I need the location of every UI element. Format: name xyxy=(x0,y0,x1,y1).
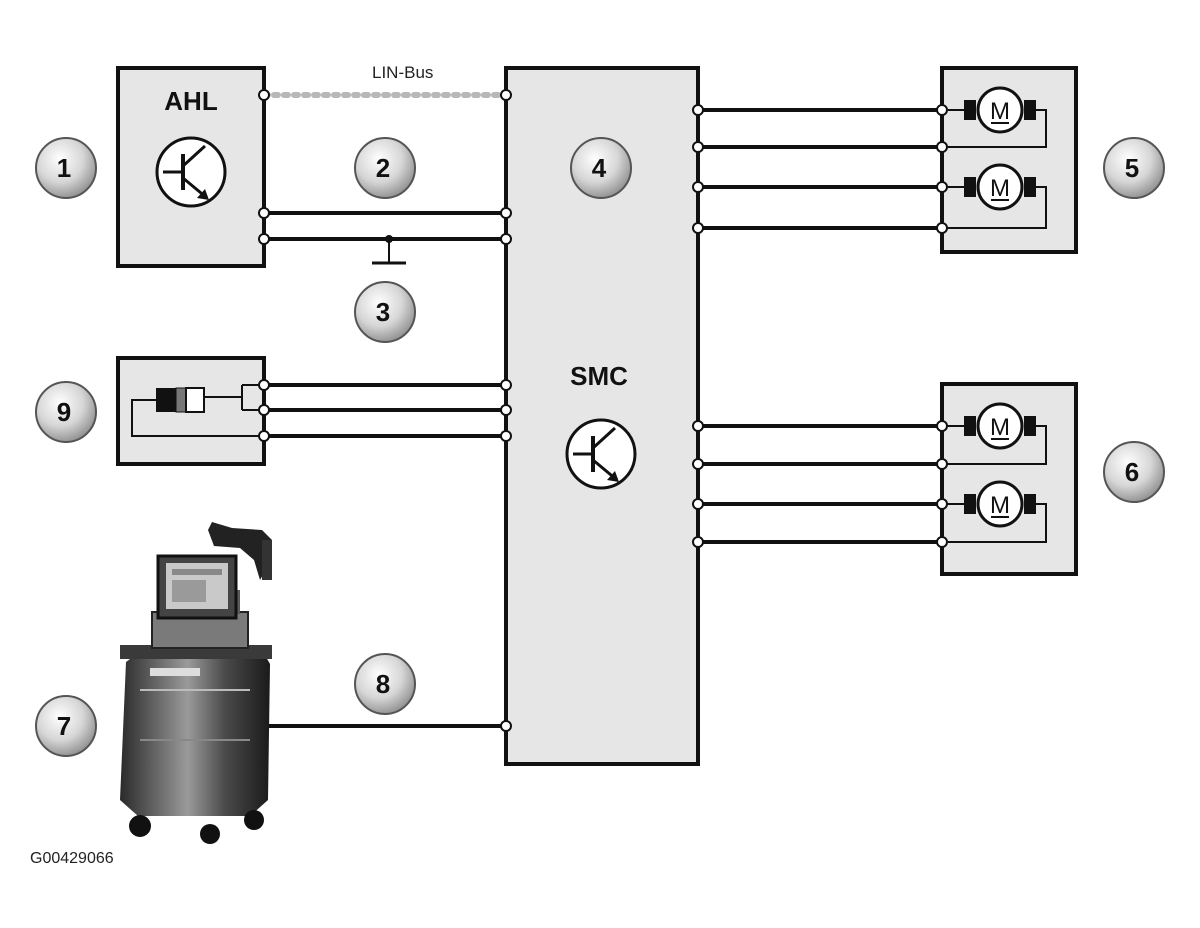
motor-symbol: M xyxy=(990,175,1010,202)
callout-4: 4 xyxy=(570,137,632,199)
connector-pins xyxy=(258,89,948,732)
callout-1: 1 xyxy=(35,137,97,199)
ahl-label: AHL xyxy=(164,86,218,116)
ground-icon xyxy=(372,235,406,265)
sensor-icon xyxy=(131,384,264,437)
motor-icon: M xyxy=(942,480,1047,543)
callout-2: 2 xyxy=(354,137,416,199)
svg-text:5: 5 xyxy=(1125,153,1139,183)
callout-3: 3 xyxy=(354,281,416,343)
ahl-module: AHL xyxy=(116,66,266,268)
callout-6: 6 xyxy=(1103,441,1165,503)
transistor-icon xyxy=(565,418,637,490)
svg-text:2: 2 xyxy=(376,153,390,183)
svg-text:9: 9 xyxy=(57,397,71,427)
lin-bus: LIN-Bus xyxy=(261,63,509,98)
sensor-module xyxy=(116,356,266,466)
motor-group-upper: M M xyxy=(698,66,1078,254)
svg-text:6: 6 xyxy=(1125,457,1139,487)
sensor-smc-wires xyxy=(264,383,506,438)
ahl-smc-wires xyxy=(264,211,506,241)
svg-text:1: 1 xyxy=(57,153,71,183)
callout-9: 9 xyxy=(35,381,97,443)
motor-icon: M xyxy=(942,86,1047,148)
callout-7: 7 xyxy=(35,695,97,757)
svg-text:3: 3 xyxy=(376,297,390,327)
diagnostic-tester-icon xyxy=(120,522,506,844)
motor-symbol: M xyxy=(990,492,1010,519)
svg-text:8: 8 xyxy=(376,669,390,699)
svg-text:7: 7 xyxy=(57,711,71,741)
figure-id: G00429066 xyxy=(30,850,114,867)
motor-icon: M xyxy=(942,402,1047,465)
motor-symbol: M xyxy=(990,414,1010,441)
callout-5: 5 xyxy=(1103,137,1165,199)
svg-text:4: 4 xyxy=(592,153,607,183)
transistor-icon xyxy=(155,136,227,208)
lin-bus-label: LIN-Bus xyxy=(372,63,433,82)
motor-icon: M xyxy=(942,163,1047,229)
motor-group-lower: M M xyxy=(698,382,1078,576)
callout-8: 8 xyxy=(354,653,416,715)
smc-label: SMC xyxy=(570,361,628,391)
motor-symbol: M xyxy=(990,98,1010,125)
